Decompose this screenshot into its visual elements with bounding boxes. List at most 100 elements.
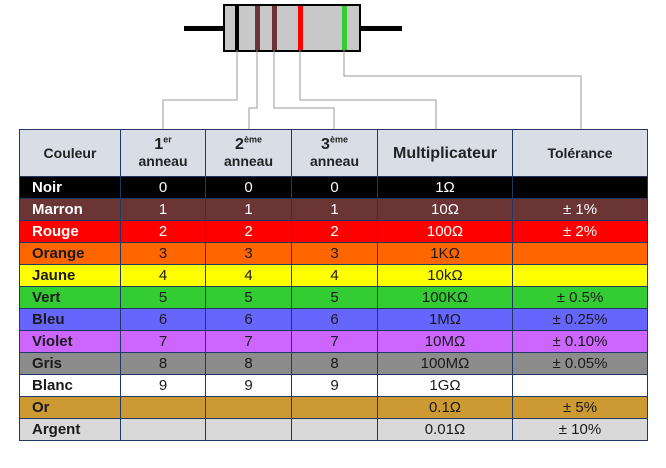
cell-ring-1: 3 [120, 242, 206, 265]
cell-color-name: Bleu [19, 308, 121, 331]
cell-ring-1: 2 [120, 220, 206, 243]
cell-ring-3: 6 [291, 308, 378, 331]
cell-tolerance: ± 2% [512, 220, 648, 243]
header-multiplier: Multiplicateur [377, 129, 513, 177]
cell-ring-2: 0 [205, 176, 292, 199]
cell-multiplier: 1Ω [377, 176, 513, 199]
cell-ring-2: 4 [205, 264, 292, 287]
cell-ring-1 [120, 418, 206, 441]
cell-multiplier: 10Ω [377, 198, 513, 221]
cell-ring-1: 5 [120, 286, 206, 309]
cell-color-name: Orange [19, 242, 121, 265]
cell-ring-1: 0 [120, 176, 206, 199]
cell-tolerance: ± 0.05% [512, 352, 648, 375]
cell-color-name: Gris [19, 352, 121, 375]
cell-ring-2: 3 [205, 242, 292, 265]
cell-ring-2: 5 [205, 286, 292, 309]
cell-ring-2: 8 [205, 352, 292, 375]
cell-ring-1: 8 [120, 352, 206, 375]
cell-tolerance [512, 264, 648, 287]
resistor-lead-right [360, 26, 402, 31]
cell-ring-3: 7 [291, 330, 378, 353]
resistor-lead-left [184, 26, 226, 31]
cell-color-name: Vert [19, 286, 121, 309]
cell-ring-3: 3 [291, 242, 378, 265]
cell-ring-2 [205, 418, 292, 441]
header-ring-3: 3ème anneau [291, 129, 378, 177]
cell-color-name: Rouge [19, 220, 121, 243]
cell-ring-2: 7 [205, 330, 292, 353]
cell-tolerance: ± 0.25% [512, 308, 648, 331]
color-code-table: Couleur 1er anneau 2ème anneau 3ème anne… [19, 129, 648, 441]
cell-ring-3: 9 [291, 374, 378, 397]
cell-color-name: Violet [19, 330, 121, 353]
cell-ring-3: 2 [291, 220, 378, 243]
cell-multiplier: 10kΩ [377, 264, 513, 287]
cell-color-name: Marron [19, 198, 121, 221]
resistor-diagram [162, 4, 582, 129]
cell-multiplier: 1GΩ [377, 374, 513, 397]
cell-ring-3: 5 [291, 286, 378, 309]
cell-multiplier: 100MΩ [377, 352, 513, 375]
cell-ring-3: 4 [291, 264, 378, 287]
table-row: Argent 0.01Ω± 10% [19, 418, 648, 441]
table-row: Or 0.1Ω± 5% [19, 396, 648, 419]
resistor-band-5 [342, 6, 347, 50]
header-ring-1: 1er anneau [120, 129, 206, 177]
resistor-band-2 [255, 6, 260, 50]
resistor-band-1 [235, 6, 239, 50]
cell-multiplier: 100Ω [377, 220, 513, 243]
resistor-band-4 [298, 6, 303, 50]
connector-line-2 [248, 50, 258, 129]
cell-ring-3 [291, 396, 378, 419]
cell-tolerance: ± 0.10% [512, 330, 648, 353]
connector-line-3 [273, 50, 335, 129]
resistor-band-3 [272, 6, 277, 50]
cell-multiplier: 1KΩ [377, 242, 513, 265]
cell-ring-3: 8 [291, 352, 378, 375]
cell-tolerance: ± 10% [512, 418, 648, 441]
cell-ring-2: 6 [205, 308, 292, 331]
header-ring-2: 2ème anneau [205, 129, 292, 177]
header-tolerance: Tolérance [512, 129, 648, 177]
cell-ring-1 [120, 396, 206, 419]
cell-multiplier: 0.1Ω [377, 396, 513, 419]
resistor-body [223, 4, 361, 52]
cell-ring-1: 6 [120, 308, 206, 331]
table-header-row: Couleur 1er anneau 2ème anneau 3ème anne… [19, 129, 648, 177]
cell-tolerance [512, 242, 648, 265]
cell-ring-2: 1 [205, 198, 292, 221]
cell-ring-3 [291, 418, 378, 441]
cell-color-name: Blanc [19, 374, 121, 397]
header-color: Couleur [19, 129, 121, 177]
cell-tolerance [512, 374, 648, 397]
cell-ring-2: 9 [205, 374, 292, 397]
connector-line-1 [162, 50, 238, 129]
connector-line-5 [343, 50, 582, 129]
cell-ring-1: 7 [120, 330, 206, 353]
cell-multiplier: 0.01Ω [377, 418, 513, 441]
cell-multiplier: 1MΩ [377, 308, 513, 331]
cell-ring-1: 1 [120, 198, 206, 221]
cell-color-name: Argent [19, 418, 121, 441]
cell-ring-1: 9 [120, 374, 206, 397]
cell-color-name: Noir [19, 176, 121, 199]
cell-multiplier: 10MΩ [377, 330, 513, 353]
cell-multiplier: 100KΩ [377, 286, 513, 309]
cell-ring-2 [205, 396, 292, 419]
cell-color-name: Or [19, 396, 121, 419]
cell-tolerance: ± 5% [512, 396, 648, 419]
connector-line-4 [299, 50, 437, 129]
cell-ring-3: 0 [291, 176, 378, 199]
cell-ring-1: 4 [120, 264, 206, 287]
color-code-table-wrap: Couleur 1er anneau 2ème anneau 3ème anne… [19, 129, 648, 441]
